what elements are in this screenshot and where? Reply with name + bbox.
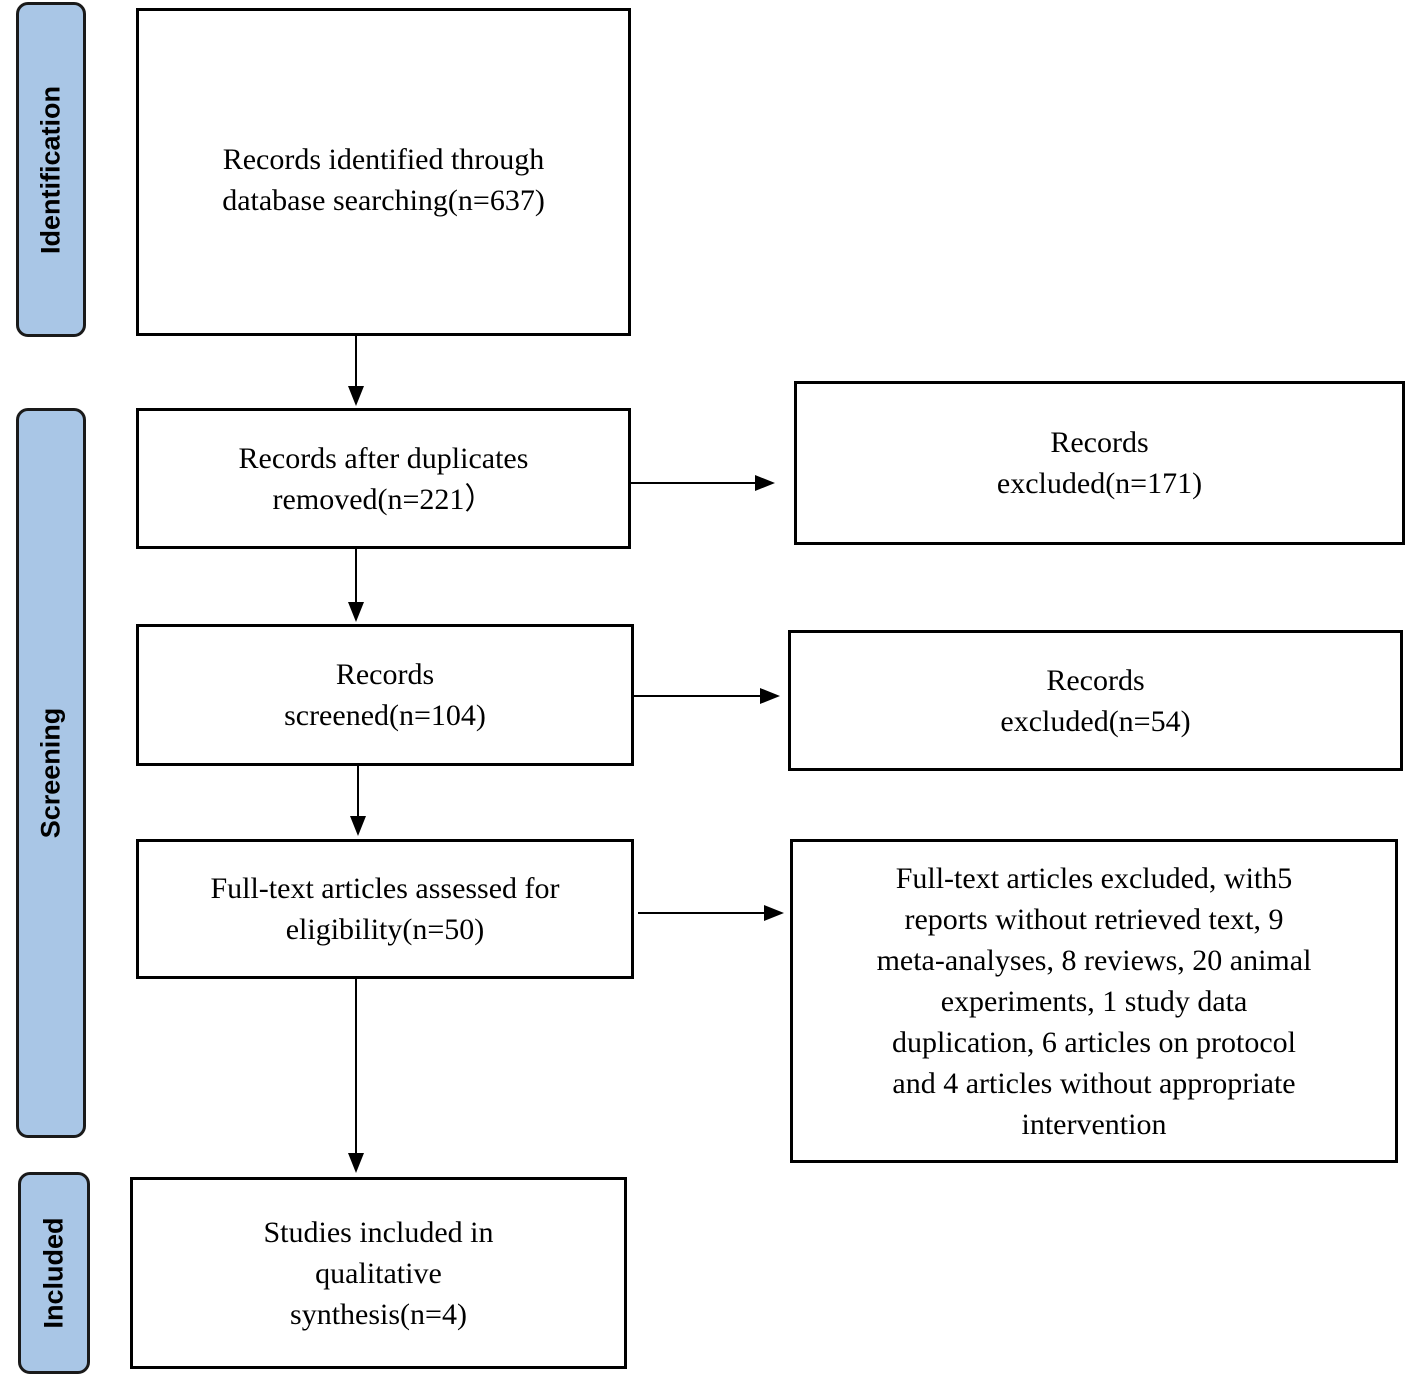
box-full-text-excluded-text: Full-text articles excluded, with5 repor… [876, 861, 1312, 1141]
box-records-after-duplicates-text: Records after duplicates removed(n=221） [238, 441, 529, 516]
box-records-excluded-54: Records excluded(n=54) [788, 630, 1403, 771]
stage-included-label: Included [38, 1217, 69, 1329]
arrow-duplicates-to-excluded-line [631, 482, 755, 484]
box-studies-included: Studies included in qualitative synthesi… [130, 1177, 627, 1369]
stage-screening-label: Screening [35, 707, 66, 839]
box-records-excluded-54-text: Records excluded(n=54) [1000, 663, 1191, 738]
stage-identification: Identification [16, 2, 86, 337]
box-records-excluded-171: Records excluded(n=171) [794, 381, 1405, 545]
box-full-text-assessed-text: Full-text articles assessed for eligibil… [210, 872, 560, 946]
box-records-after-duplicates: Records after duplicates removed(n=221） [136, 408, 631, 549]
stage-identification-label: Identification [35, 85, 66, 254]
arrow-screened-to-excluded-head [760, 688, 780, 704]
box-records-screened-text: Records screened(n=104) [284, 658, 486, 732]
box-full-text-assessed: Full-text articles assessed for eligibil… [136, 839, 634, 979]
arrow-fulltext-to-excluded-head [764, 905, 784, 921]
stage-screening: Screening [16, 408, 86, 1138]
box-records-excluded-171-text: Records excluded(n=171) [996, 426, 1203, 500]
arrow-fulltext-to-included-head [348, 1153, 364, 1173]
box-full-text-excluded: Full-text articles excluded, with5 repor… [790, 839, 1398, 1163]
stage-included: Included [18, 1172, 90, 1374]
arrow-identified-to-duplicates-head [348, 386, 364, 406]
arrow-duplicates-to-screened-line [355, 549, 357, 604]
arrow-fulltext-to-included-line [355, 979, 357, 1155]
arrow-screened-to-fulltext-head [350, 816, 366, 836]
arrow-fulltext-to-excluded-line [638, 912, 764, 914]
box-studies-included-text: Studies included in qualitative synthesi… [263, 1215, 494, 1331]
box-records-screened: Records screened(n=104) [136, 624, 634, 766]
arrow-duplicates-to-excluded-head [755, 475, 775, 491]
arrow-screened-to-fulltext-line [357, 766, 359, 818]
box-records-identified-text: Records identified through database sear… [222, 143, 545, 217]
arrow-identified-to-duplicates-line [355, 336, 357, 388]
arrow-screened-to-excluded-line [634, 695, 760, 697]
box-records-identified: Records identified through database sear… [136, 8, 631, 336]
arrow-duplicates-to-screened-head [348, 602, 364, 622]
